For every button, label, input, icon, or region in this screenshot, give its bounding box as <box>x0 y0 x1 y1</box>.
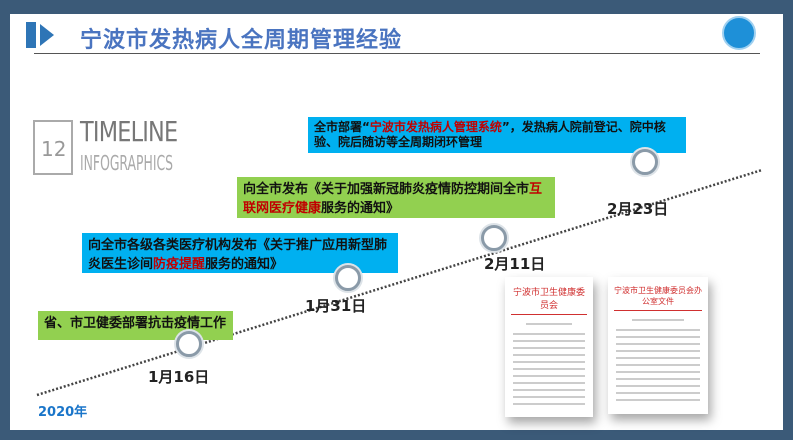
document-image-1: 宁波市卫生健康委员会 <box>505 277 593 417</box>
event-highlight: 互联网医疗健康 <box>243 182 543 216</box>
event-text: 省、市卫健委部署抗击疫情工作 <box>44 316 227 331</box>
event-text: ”，发热病人院前登记、院中核验、院后随访等全周期闭环管理 <box>314 120 666 149</box>
event-box-3: 向全市发布《关于加强新冠肺炎疫情防控期间全市互联网医疗健康服务的通知》 <box>237 177 555 218</box>
event-highlight: 宁波市发热病人管理系统 <box>369 120 502 134</box>
event-text: 服务的通知》 <box>205 257 284 272</box>
event-text: 服务的通知》 <box>321 201 400 216</box>
event-highlight: 防疫提醒 <box>153 257 206 272</box>
document-header: 宁波市卫生健康委员会 <box>511 285 587 315</box>
event-date-1: 1月16日 <box>148 368 210 386</box>
event-date-3: 2月11日 <box>484 255 546 273</box>
event-box-1: 省、市卫健委部署抗击疫情工作 <box>38 311 233 340</box>
document-header: 宁波市卫生健康委员会办公室文件 <box>614 285 702 311</box>
event-text: 向全市发布《关于加强新冠肺炎疫情防控期间全市 <box>243 182 530 197</box>
title-accent-bar <box>26 22 36 48</box>
event-date-2: 1月31日 <box>305 297 367 315</box>
infographics-word: INFOGRAPHICS <box>80 151 174 175</box>
event-date-4: 2月23日 <box>607 200 669 218</box>
timeline-word: TIMELINE <box>80 115 178 148</box>
calendar-number: 12 <box>41 137 67 161</box>
document-image-2: 宁波市卫生健康委员会办公室文件 <box>608 277 708 414</box>
timeline-node-3 <box>481 225 507 251</box>
event-text: 全市部署“ <box>314 120 370 134</box>
header-divider <box>34 53 760 54</box>
year-label: 2020年 <box>38 405 88 420</box>
calendar-icon <box>33 120 73 175</box>
event-box-4: 全市部署“宁波市发热病人管理系统”，发热病人院前登记、院中核验、院后随访等全周期… <box>308 117 686 153</box>
title-arrow-icon <box>40 24 54 46</box>
timeline-node-4 <box>632 149 658 175</box>
timeline-node-1 <box>176 331 202 357</box>
page-title: 宁波市发热病人全周期管理经验 <box>80 28 403 53</box>
event-text: 向全市各级各类医疗机构发布《关于推广应用新型肺炎医生诊间 <box>88 238 388 272</box>
timeline-node-2 <box>335 265 361 291</box>
health-commission-logo-icon <box>722 16 756 50</box>
